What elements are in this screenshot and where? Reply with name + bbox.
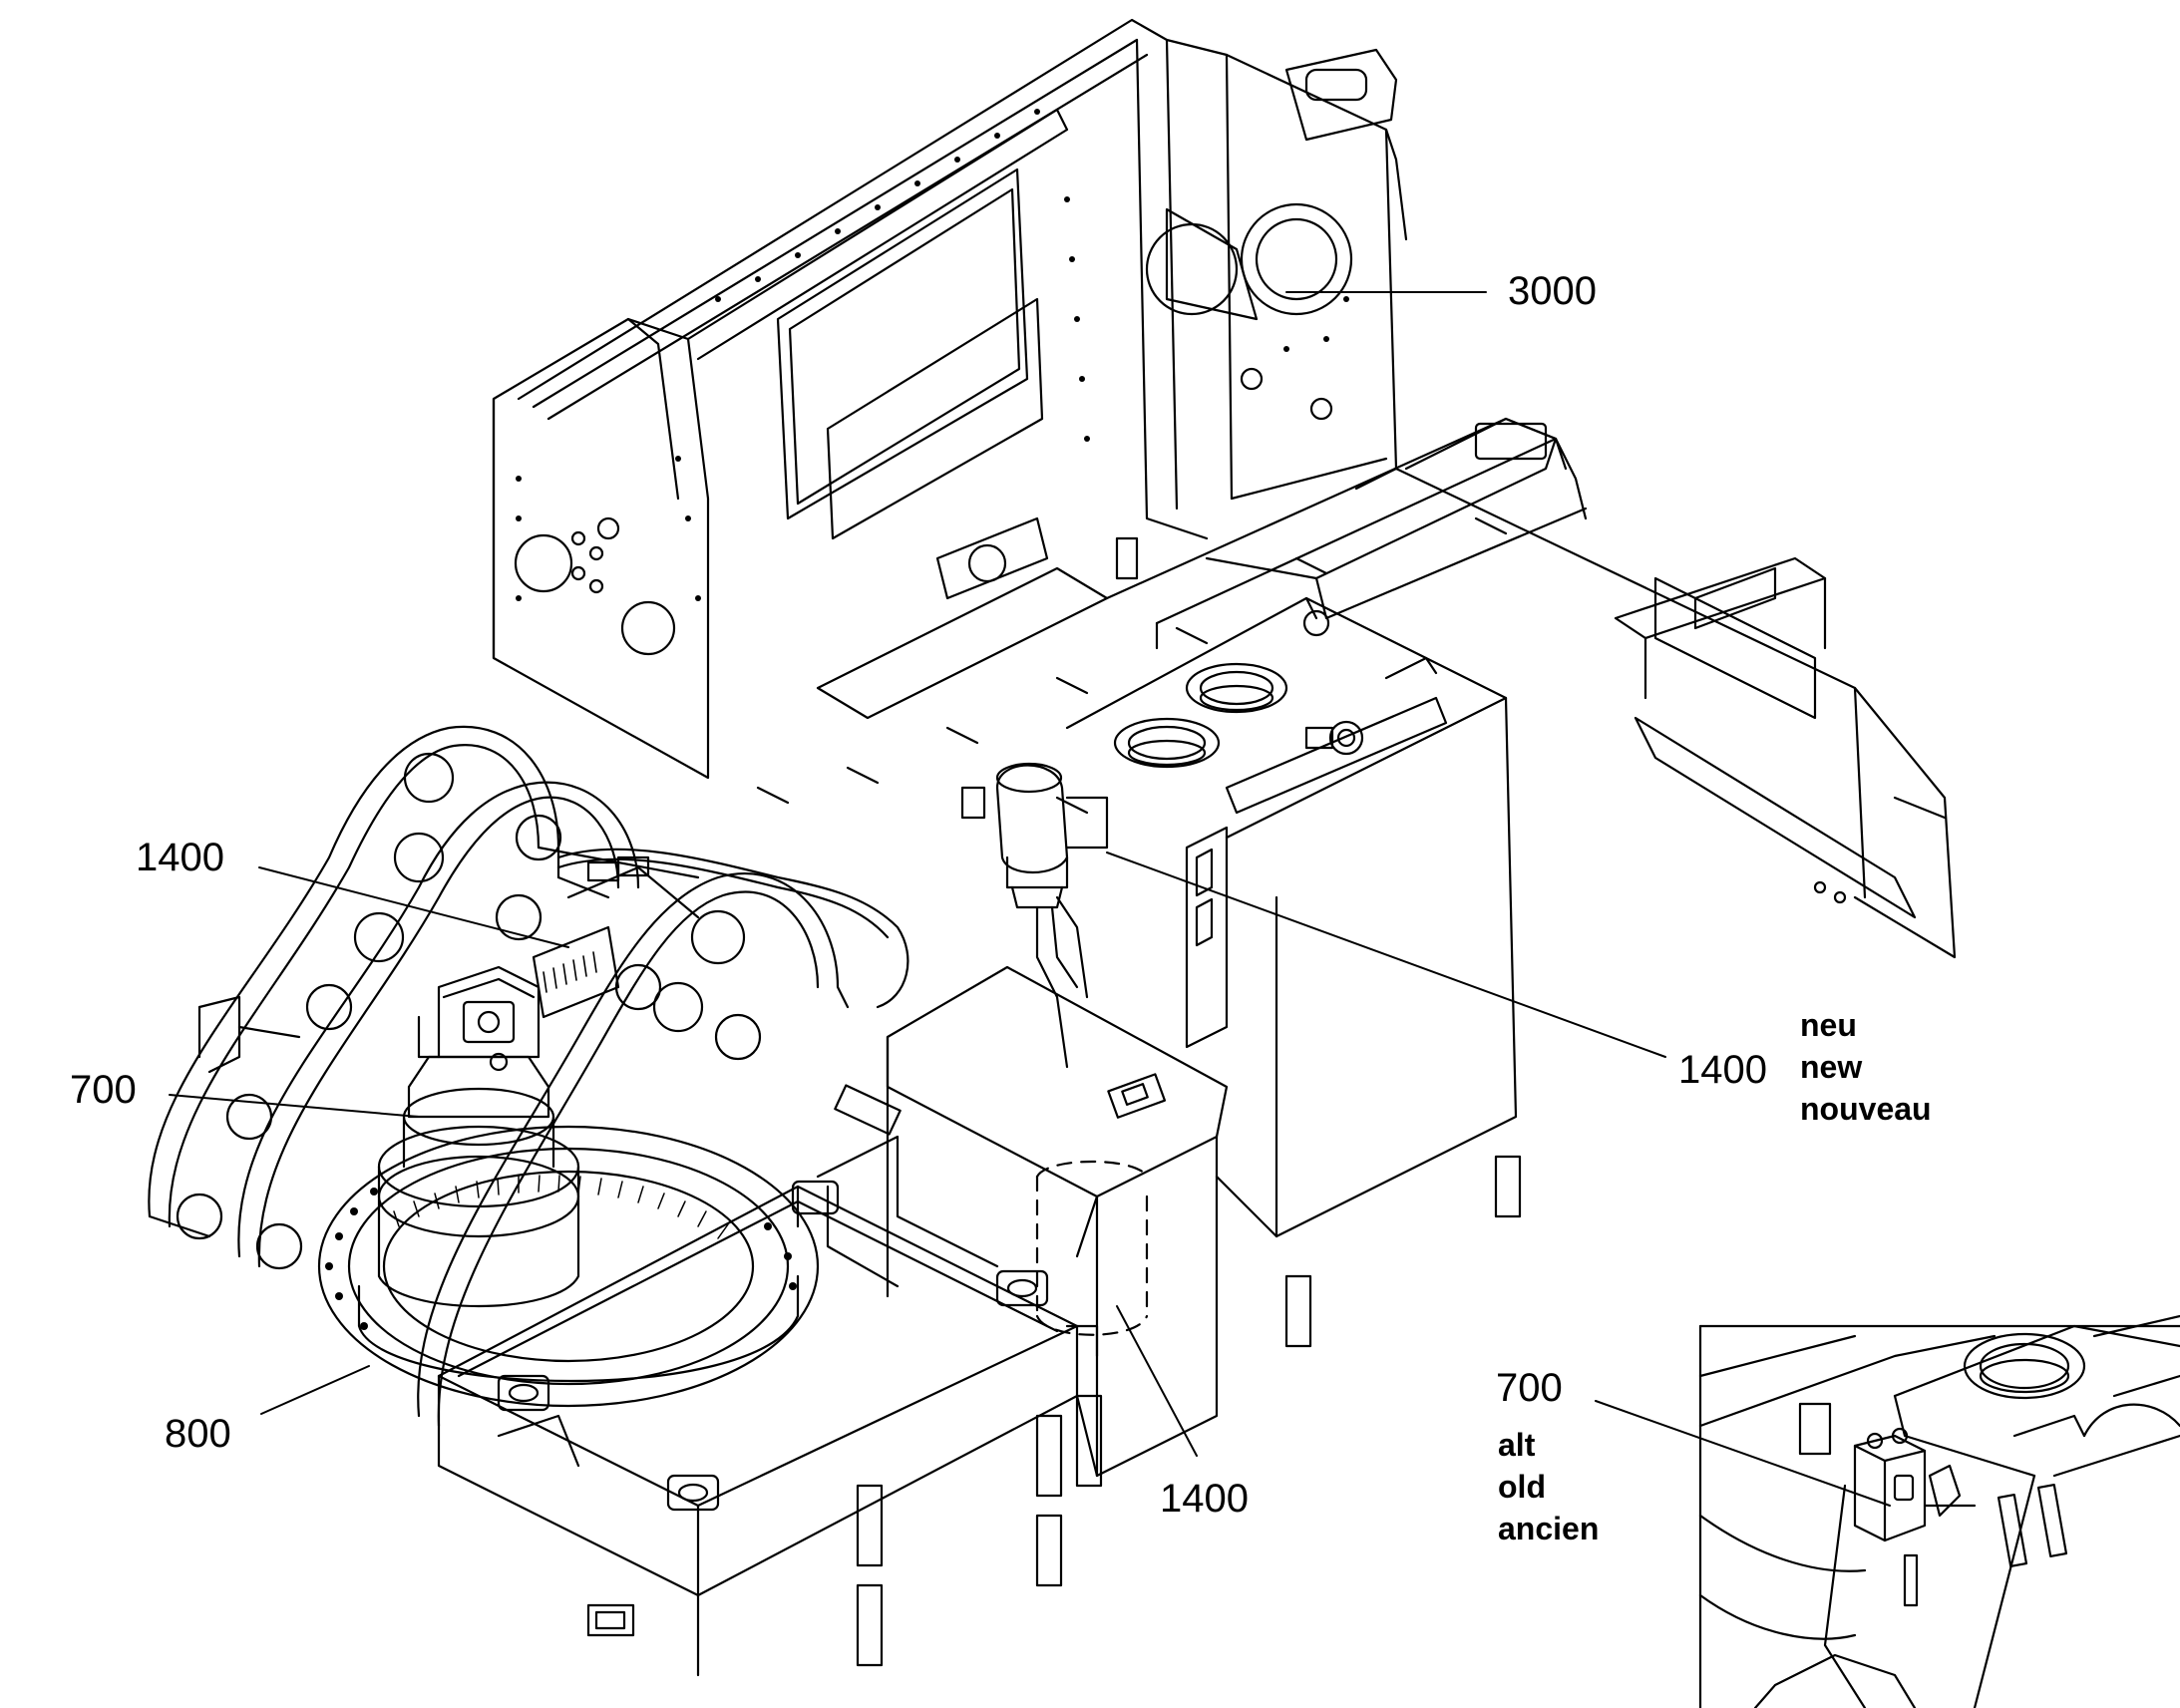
callout-700-inset: 700 [1496, 1366, 1563, 1410]
leader-700-main [169, 1094, 420, 1118]
callout-3000: 3000 [1508, 269, 1597, 313]
note-old-variant: alt old ancien [1498, 1424, 1599, 1549]
hydraulic-tank [1065, 596, 1518, 1238]
note-old-fr: ancien [1498, 1511, 1600, 1546]
note-new-variant: neu new nouveau [1800, 1004, 1932, 1130]
leader-800 [260, 1365, 370, 1415]
leader-lines [169, 291, 1891, 1507]
callout-1400-new: 1400 [1678, 1048, 1767, 1092]
callout-700-main: 700 [70, 1068, 137, 1112]
note-old-en: old [1498, 1469, 1546, 1505]
arched-mounting-frames [148, 725, 909, 1428]
callout-800: 800 [165, 1412, 231, 1456]
leader-1400-upper [258, 866, 569, 948]
note-new-en: new [1800, 1049, 1863, 1085]
pump-motor-new [960, 762, 1109, 1069]
note-new-de: neu [1800, 1007, 1857, 1043]
note-new-fr: nouveau [1800, 1091, 1932, 1127]
callout-1400-upper: 1400 [136, 836, 224, 879]
lower-counterweight-box [437, 1084, 1522, 1677]
leader-1400-lower [1116, 1305, 1198, 1457]
leader-700-inset [1595, 1400, 1891, 1507]
chassis-rails [756, 417, 1957, 959]
note-old-de: alt [1498, 1427, 1536, 1463]
slewing-ring [317, 1125, 820, 1408]
callout-1400-lower: 1400 [1160, 1477, 1249, 1521]
inset-old-variant [1698, 1314, 2180, 1708]
leader-1400-new [1106, 852, 1666, 1058]
battery-box [886, 965, 1229, 1478]
upper-frame-tower [492, 18, 1408, 780]
